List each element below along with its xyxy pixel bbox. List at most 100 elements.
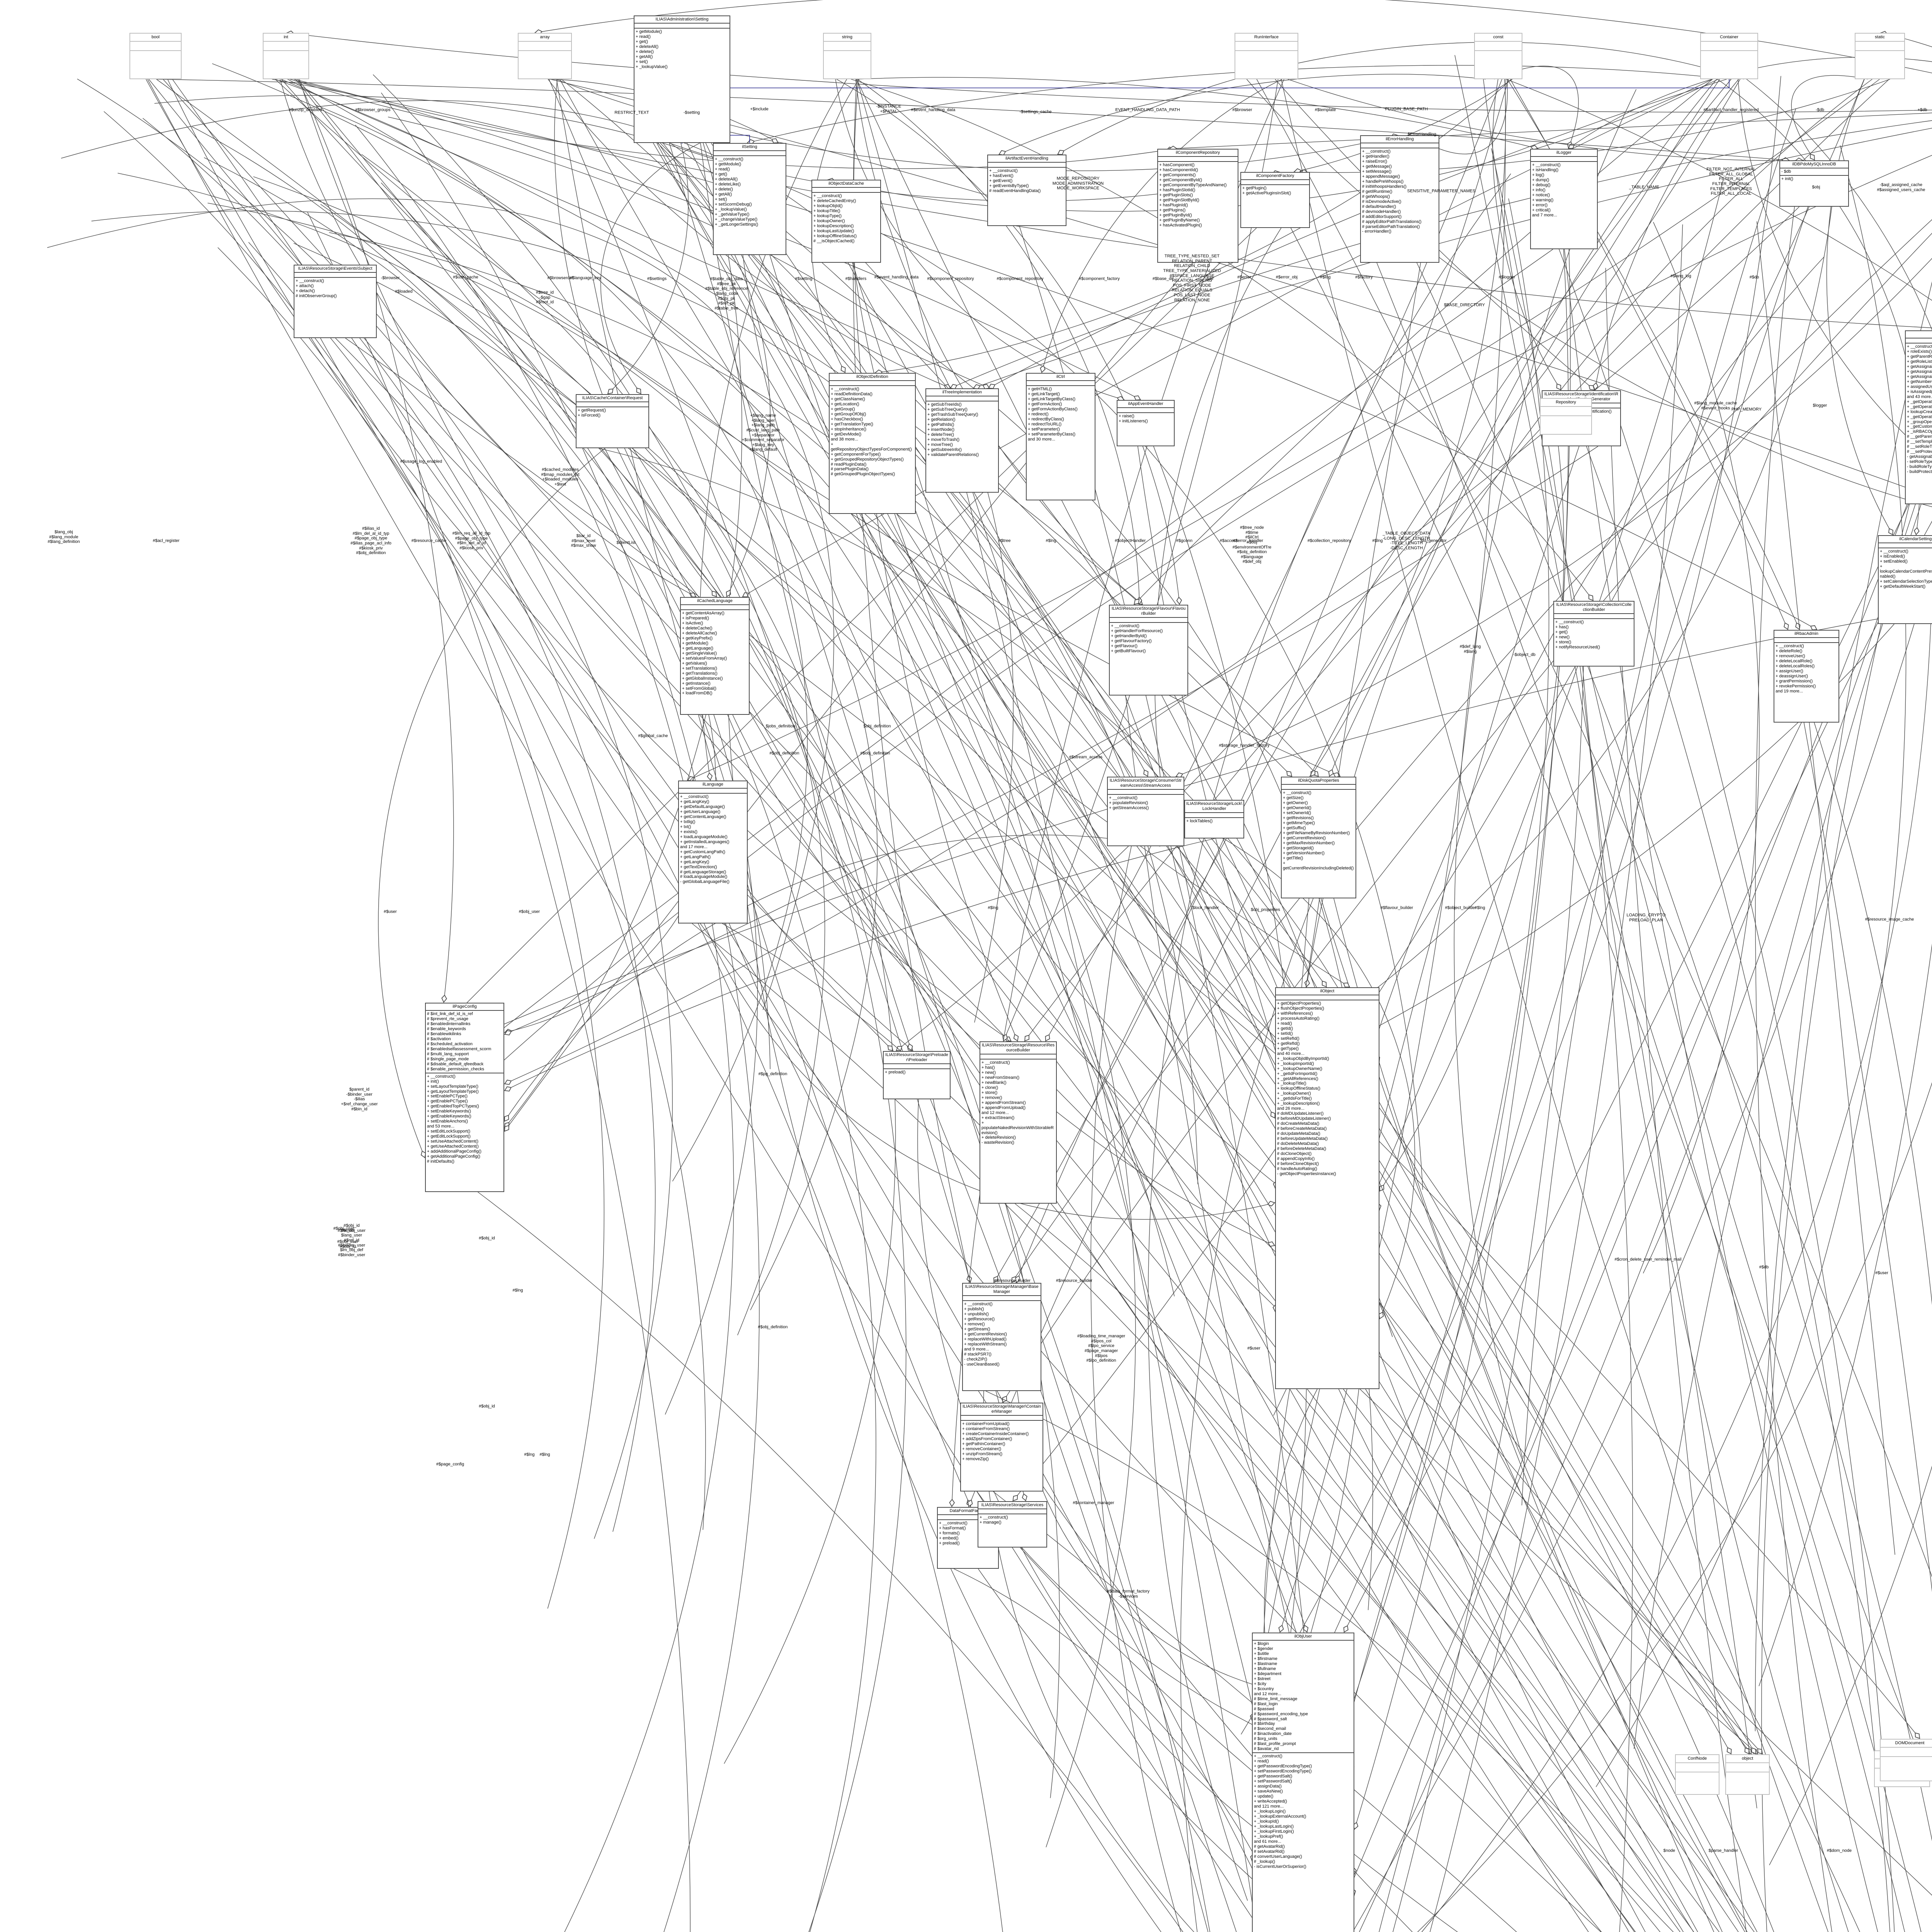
class-node[interactable]: object	[1725, 1754, 1770, 1795]
edge-label: #$loading_time_manager #$lpos_col #$lpo_…	[1077, 1334, 1126, 1363]
edge-label: #$event_handling_data	[911, 107, 956, 112]
class-operation: + getComponentByTypeAndName()	[1159, 182, 1227, 187]
class-node[interactable]: ILIAS\ResourceStorage\Collection\Collect…	[1553, 601, 1634, 667]
class-node-title: ilCtrl	[1056, 374, 1065, 379]
class-node[interactable]: ilErrorHandling+ __construct()+ getHandl…	[1360, 135, 1439, 263]
class-operation: + appendMessage()	[1362, 174, 1400, 179]
class-node-attributes	[1185, 812, 1243, 817]
class-node-operations: + __construct()+ populateRevision()+ get…	[1108, 794, 1184, 811]
class-node-title: Repository	[1556, 400, 1576, 405]
class-node[interactable]: Repository	[1540, 398, 1592, 435]
class-node[interactable]: ILIAS\ResourceStorage\Preloader\Preloade…	[883, 1051, 951, 1099]
class-node[interactable]: ILIAS\ResourceStorage\Flavour\FlavourBui…	[1109, 605, 1188, 696]
class-operation: # __setRoleType()	[1907, 444, 1932, 449]
class-node[interactable]: bool	[129, 33, 182, 79]
class-node[interactable]: ilDBPdoMySQLInnoDB- $db+ init()	[1779, 160, 1849, 207]
class-node-operations: + __construct()+ manage()	[978, 1513, 1046, 1526]
class-operation: and 7 more...	[1532, 213, 1557, 218]
class-attribute: # $activation	[427, 1036, 451, 1041]
class-node[interactable]: ILIAS\Administration\Setting+ getModule(…	[634, 15, 730, 143]
class-operation: # doMDUpdateListener()	[1277, 1111, 1324, 1116]
class-node[interactable]: ILIAS\ResourceStorage\Services+ __constr…	[978, 1501, 1047, 1548]
edge-label: #$global_cache	[638, 733, 668, 738]
class-operation: + getEvent()	[989, 178, 1013, 183]
class-operation: + populateRevision()	[1109, 800, 1148, 805]
class-node[interactable]: ilRbacReview+ __construct()+ roleExists(…	[1905, 330, 1932, 504]
class-node-title: ilPageConfig	[452, 1004, 477, 1009]
class-node[interactable]: RunInterface	[1235, 33, 1298, 79]
class-operation: and 9 more...	[964, 1347, 989, 1352]
class-node-operations: + getRequest()+ isForced()	[577, 406, 648, 419]
class-node[interactable]: ilObjectDefinition+ __construct()+ readD…	[829, 373, 916, 514]
class-node[interactable]: int	[263, 33, 309, 79]
edge-label: #$component_repository	[927, 276, 974, 281]
class-node[interactable]: ilComponentFactory+ getPlugin()+ getActi…	[1240, 172, 1310, 228]
class-node[interactable]: ilCachedLanguage+ getContentAsArray()+ i…	[680, 597, 750, 715]
class-node[interactable]: ilLogger+ __construct()+ isHandling()+ l…	[1530, 149, 1598, 249]
class-operation: + lookupOfflineStatus()	[1277, 1086, 1320, 1091]
class-node-operations: + getModule()+ read()+ get()+ deleteAll(…	[634, 27, 730, 70]
class-node[interactable]: ilArtifactEventHandling+ __construct()+ …	[987, 155, 1066, 226]
edge-label: #$lng	[539, 1452, 550, 1457]
class-operation: + getCurrentRevisionIncludingDeleted()	[1283, 861, 1354, 871]
class-node-operations	[1541, 415, 1591, 425]
class-node-operations: + __construct()+ has()+ get()+ new()+ st…	[1554, 618, 1634, 651]
class-node-operations: + __construct()+ publish()+ unpublish()+…	[963, 1300, 1041, 1368]
class-node[interactable]: ILIAS\ResourceStorage\Consumer\StreamAcc…	[1107, 777, 1184, 846]
class-node-title: ilCachedLanguage	[697, 599, 733, 603]
class-node-attributes	[294, 272, 376, 277]
class-node[interactable]: ilObjUser+ $login+ $gender+ $utitle+ $fi…	[1252, 1633, 1354, 1932]
class-operation: and 40 more...	[1277, 1051, 1304, 1056]
class-operation: + new()	[1555, 634, 1570, 639]
class-operation: + setParameterByClass()	[1028, 432, 1076, 437]
class-node[interactable]: ilCalendarSettings+ __construct()+ isEna…	[1878, 535, 1932, 624]
class-operation: # initWhoopsHandlers()	[1362, 184, 1406, 189]
class-node[interactable]: ILIAS\ResourceStorage\Lock\LockHandler+ …	[1184, 800, 1244, 838]
class-node[interactable]: ilComponentRepository+ hasComponent()+ h…	[1157, 149, 1238, 263]
class-operation: + getLinkTargetByClass()	[1028, 396, 1076, 401]
class-operation: + __construct()	[964, 1301, 993, 1306]
class-node[interactable]: ilCtrl+ getHTML()+ getLinkTarget()+ getL…	[1026, 373, 1095, 500]
class-node[interactable]: ilObjectDataCache+ __construct()+ delete…	[811, 180, 881, 263]
class-node[interactable]: Container	[1700, 33, 1758, 79]
class-operation: + processAutoRating()	[1277, 1016, 1320, 1021]
class-node[interactable]: string	[823, 33, 871, 79]
class-node[interactable]: ilSetting+ __construct()+ getModule()+ r…	[713, 143, 786, 255]
class-node-title: ILIAS\ResourceStorage\Collection\Collect…	[1556, 602, 1632, 612]
class-node[interactable]: ILIAS\Cache\Container\Request+ getReques…	[576, 394, 649, 448]
class-attribute: + $city	[1254, 1681, 1267, 1686]
class-node[interactable]: const	[1474, 33, 1522, 79]
class-node[interactable]: ILIAS\ResourceStorage\Resource\ResourceB…	[980, 1041, 1057, 1204]
class-node-attributes	[1110, 617, 1187, 622]
class-operation: + removeZip()	[962, 1456, 989, 1461]
class-operation: + getFormAction()	[1028, 401, 1062, 406]
class-operation: + assignUser()	[1776, 668, 1803, 673]
edge-label: #$resource_image_cache	[1865, 917, 1914, 922]
class-node[interactable]: ilRbacAdmin+ __construct()+ deleteRole()…	[1774, 630, 1839, 723]
class-node[interactable]: ilTreeImplementation+ getSubTreeIds()+ g…	[925, 388, 999, 493]
class-operation: + containerFromUpload()	[962, 1421, 1010, 1426]
class-node[interactable]: ILIAS\ResourceStorage\Manager\ContainerM…	[960, 1403, 1043, 1492]
class-operation: # beforeCloneObject()	[1277, 1161, 1319, 1166]
class-node[interactable]: ilObject+ getObjectProperties()+ flushOb…	[1275, 987, 1379, 1389]
class-node[interactable]: ConfNode	[1675, 1754, 1719, 1795]
class-node[interactable]: static	[1855, 33, 1905, 79]
class-operation: + isPrepared()	[682, 616, 709, 621]
class-operation: + txt()	[680, 824, 691, 829]
class-node-attributes	[1361, 142, 1439, 148]
class-operation: + has()	[1555, 624, 1569, 629]
class-operation: + _getIdsForTitle()	[1277, 1096, 1312, 1101]
class-node[interactable]: array	[518, 33, 572, 79]
class-operation: + loadFromDB()	[682, 691, 713, 696]
class-node[interactable]: ilAppEventHandler+ raise()+ initListener…	[1117, 400, 1175, 446]
class-node-operations: + preload()	[884, 1068, 950, 1076]
class-operation: + setId()	[1277, 1031, 1293, 1036]
class-node[interactable]: ilLanguage+ __construct()+ getLangKey()+…	[678, 781, 748, 923]
class-node[interactable]: ILIAS\ResourceStorage\Events\Subject+ __…	[294, 265, 377, 338]
class-node[interactable]: ILIAS\ResourceStorage\Manager\BaseManage…	[962, 1283, 1041, 1391]
class-node[interactable]: ilPageConfig# $int_link_def_id_is_ref# $…	[425, 1003, 504, 1192]
class-node-title: ilLogger	[1556, 150, 1572, 155]
class-node[interactable]: ilDiskQuotaProperties+ __construct()+ ge…	[1281, 777, 1356, 898]
class-node[interactable]: DOMDocument	[1880, 1739, 1932, 1781]
class-attribute: # $multi_lang_support	[427, 1051, 469, 1056]
